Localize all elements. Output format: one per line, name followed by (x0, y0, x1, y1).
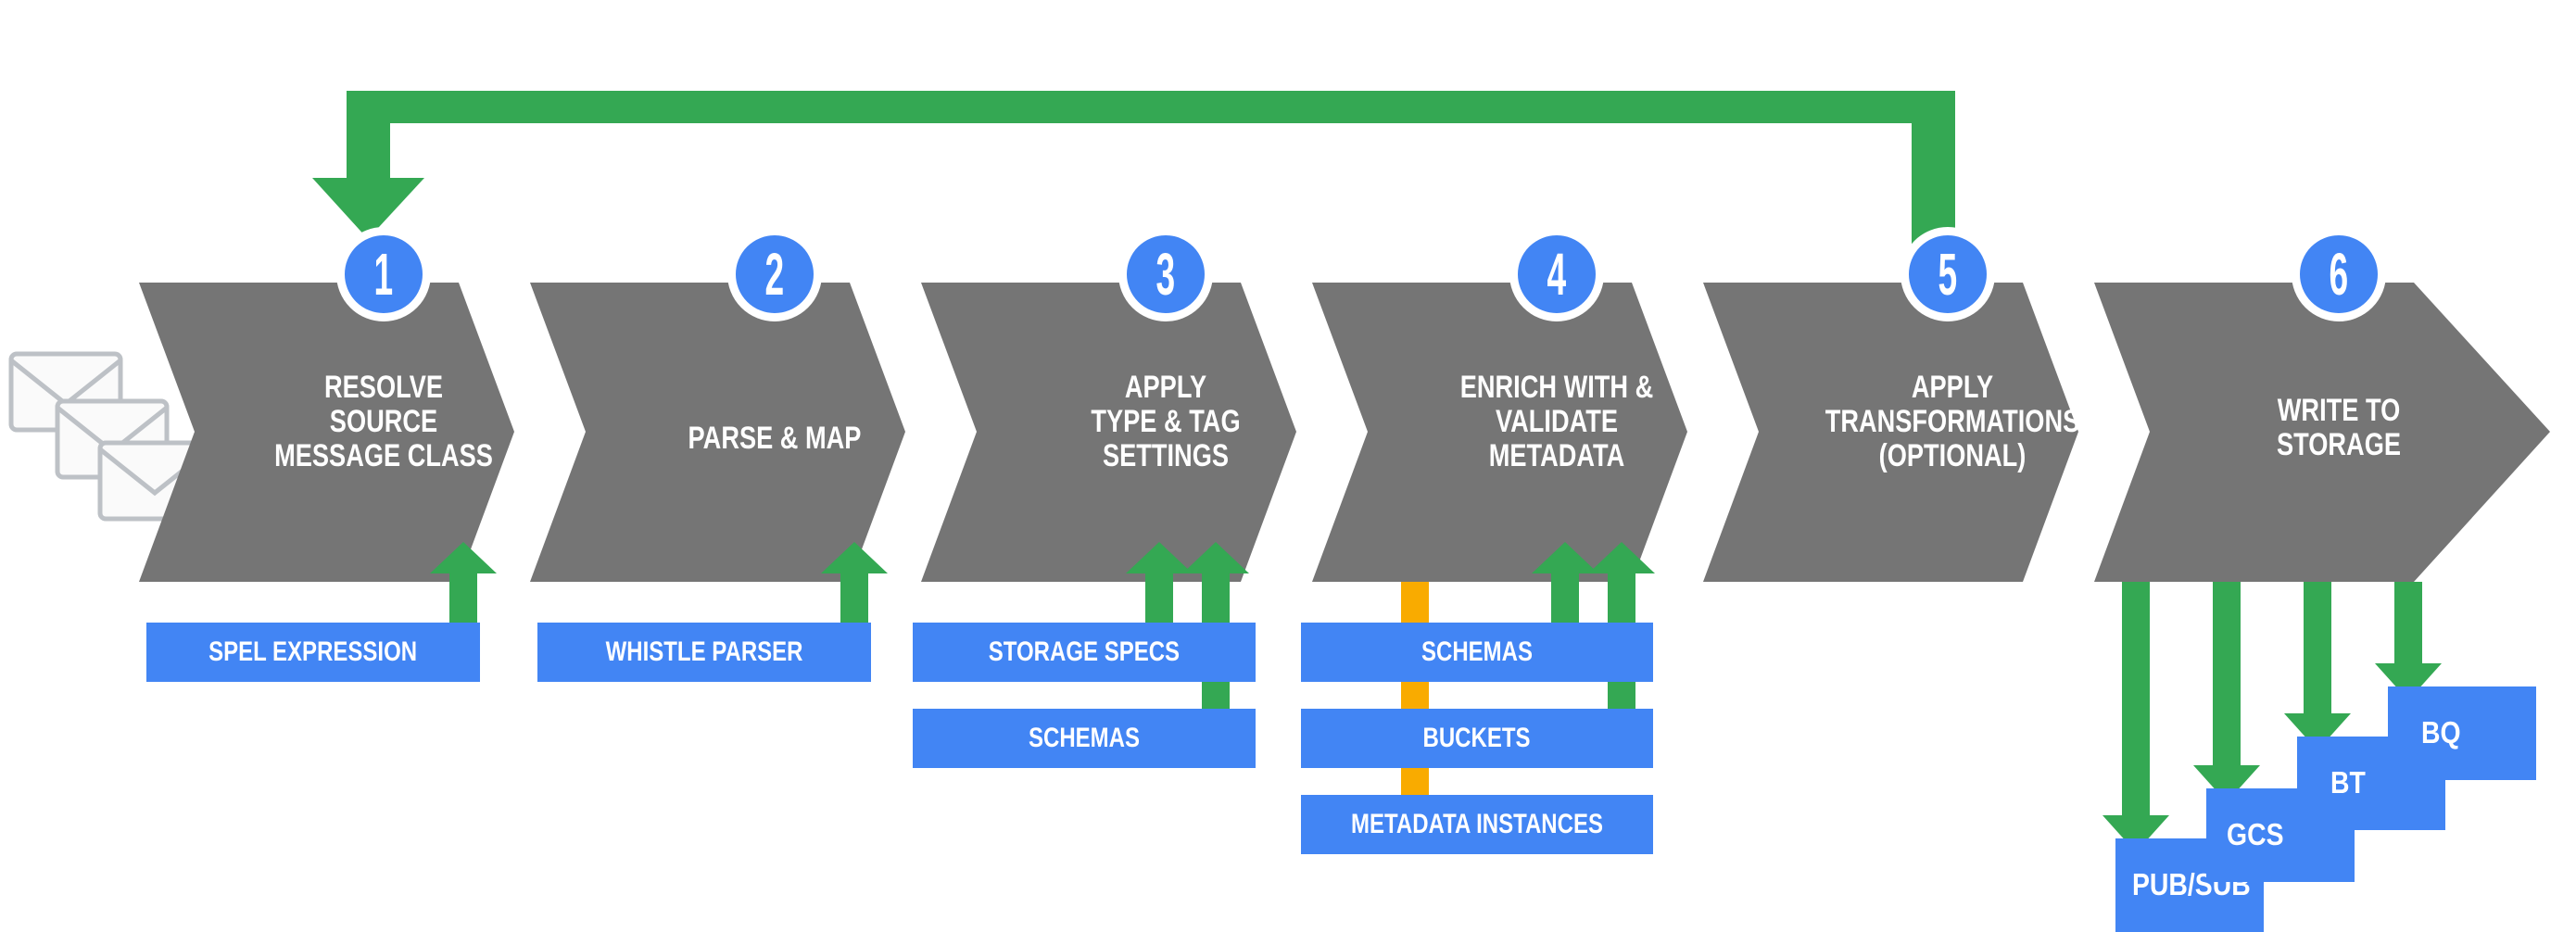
arrow-up-spel-expression (430, 542, 497, 633)
resource-box-schemas-step3[interactable]: SCHEMAS (913, 709, 1256, 768)
resource-box-metadata-instances[interactable]: METADATA INSTANCES (1301, 795, 1653, 854)
chevron-steps (139, 283, 2550, 582)
step-label-3: APPLY TYPE & TAG SETTINGS (1091, 370, 1241, 474)
step-label-5: APPLY TRANSFORMATIONS (OPTIONAL) (1825, 370, 2080, 474)
chevron-step-5 (1703, 283, 2078, 582)
feedback-loop-arrow (312, 91, 1955, 269)
step-circle-4[interactable]: 4 (1509, 227, 1604, 321)
resource-box-buckets[interactable]: BUCKETS (1301, 709, 1653, 768)
step-label-1: RESOLVE SOURCE MESSAGE CLASS (274, 370, 493, 474)
storage-box-gcs[interactable]: GCS (2206, 788, 2355, 882)
resource-label: SCHEMAS (1028, 723, 1140, 753)
step-circle-2[interactable]: 2 (727, 227, 822, 321)
step-label-4: ENRICH WITH & VALIDATE METADATA (1459, 370, 1654, 474)
resource-label: STORAGE SPECS (988, 636, 1181, 667)
storage-label: BT (2330, 765, 2366, 800)
resource-box-storage-specs[interactable]: STORAGE SPECS (913, 623, 1256, 682)
step-number-6: 6 (2329, 241, 2349, 308)
step-number-1: 1 (373, 241, 394, 308)
step-circle-1[interactable]: 1 (336, 227, 431, 321)
step-circle-3[interactable]: 3 (1118, 227, 1213, 321)
arrow-down-gcs (2193, 582, 2260, 802)
chevron-step-2 (530, 283, 905, 582)
arrow-up-schemas-step4 (1532, 542, 1598, 633)
resource-box-schemas-step4[interactable]: SCHEMAS (1301, 623, 1653, 682)
step-circle-6[interactable]: 6 (2292, 227, 2386, 321)
step-number-5: 5 (1938, 241, 1958, 308)
step-number-3: 3 (1155, 241, 1176, 308)
arrow-down-pubsub (2102, 582, 2169, 852)
resource-label: SCHEMAS (1421, 636, 1533, 667)
arrow-up-schemas-step3 (1182, 542, 1249, 727)
step-label-2: PARSE & MAP (688, 421, 862, 456)
resource-label: BUCKETS (1422, 723, 1531, 753)
chevron-step-6 (2094, 283, 2550, 582)
storage-box-bq[interactable]: BQ (2388, 686, 2536, 780)
chevron-step-4 (1312, 283, 1687, 582)
step-number-4: 4 (1547, 241, 1567, 308)
arrow-up-storage-specs (1126, 542, 1193, 633)
storage-label: BQ (2421, 715, 2461, 749)
step-label-6: WRITE TO STORAGE (2276, 393, 2401, 463)
resource-box-spel-expression[interactable]: SPEL EXPRESSION (146, 623, 480, 682)
arrow-down-bt (2284, 582, 2351, 750)
step-circle-5[interactable]: 5 (1900, 227, 1995, 321)
storage-label: GCS (2227, 817, 2284, 851)
resource-box-whistle-parser[interactable]: WHISTLE PARSER (537, 623, 871, 682)
arrow-up-whistle-parser (821, 542, 888, 633)
resource-label: SPEL EXPRESSION (208, 636, 418, 667)
storage-write-arrows (2102, 582, 2442, 852)
resource-label: WHISTLE PARSER (605, 636, 803, 667)
step-number-2: 2 (764, 241, 785, 308)
resource-label: METADATA INSTANCES (1350, 809, 1603, 839)
chevron-step-3 (921, 283, 1296, 582)
arrow-down-bq (2375, 582, 2442, 700)
chevron-step-1 (139, 283, 514, 582)
